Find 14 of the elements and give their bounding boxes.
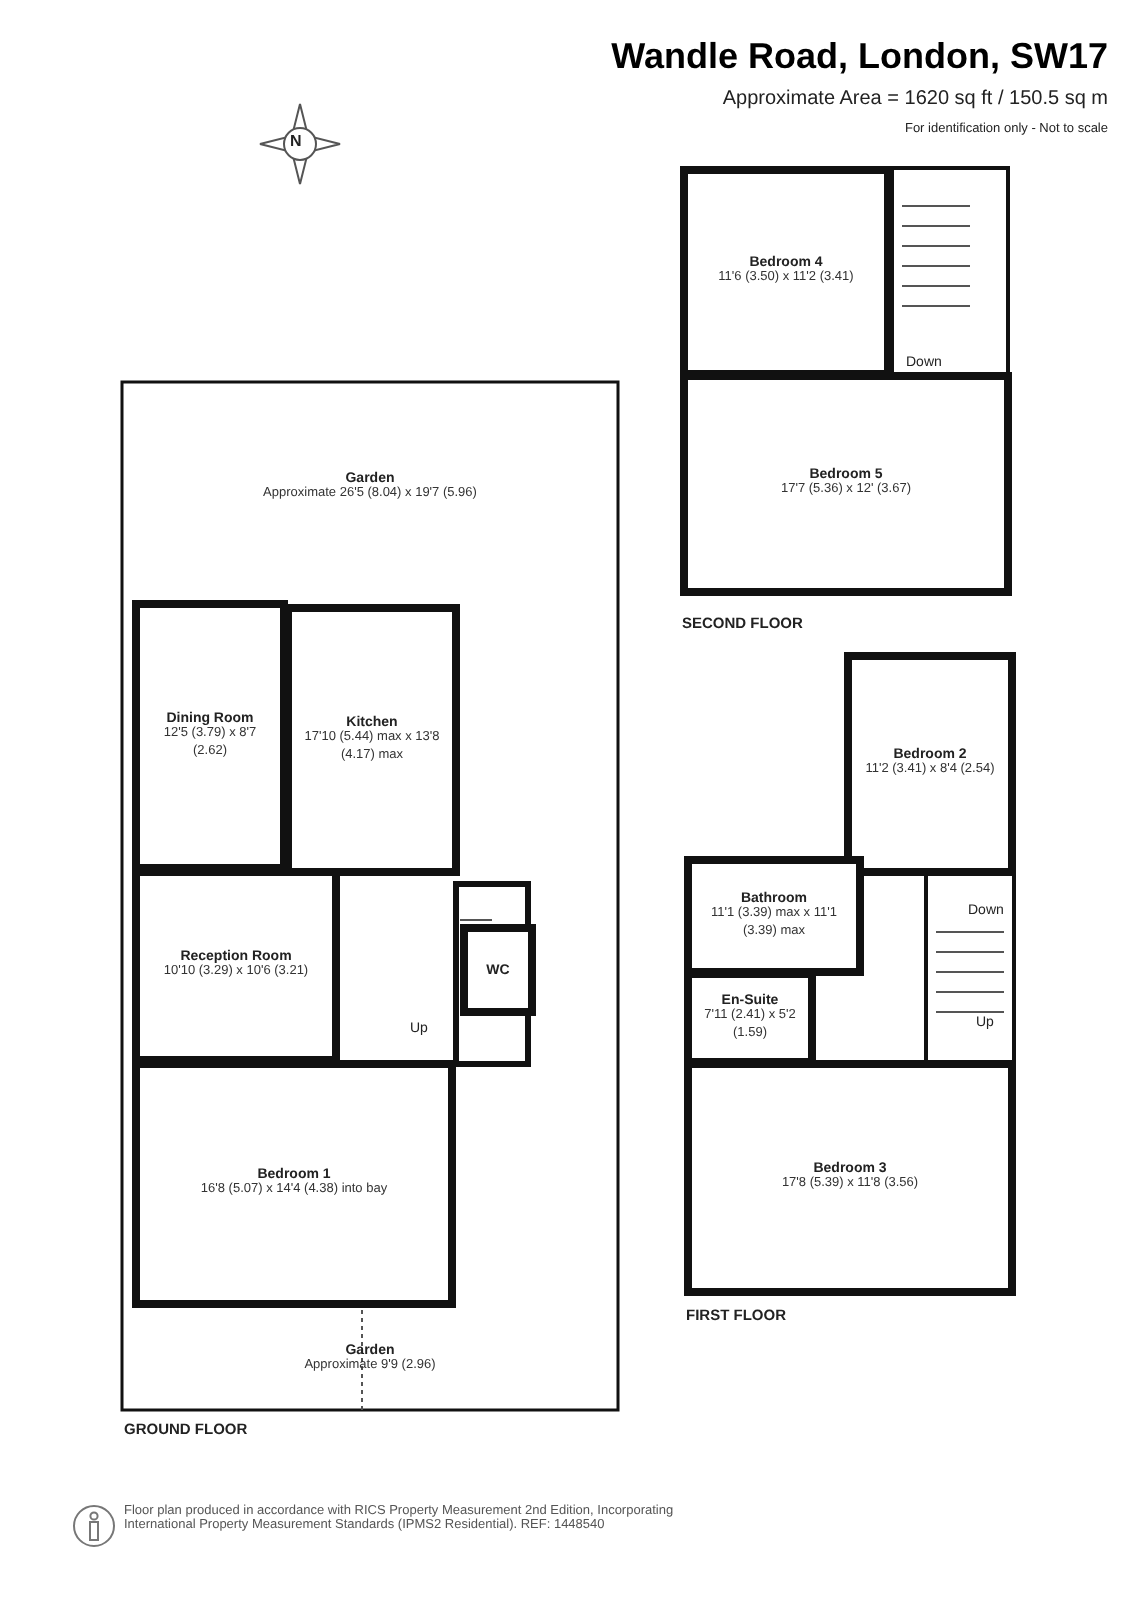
title: Wandle Road, London, SW17 — [611, 36, 1108, 78]
room-outline — [844, 652, 1016, 876]
room-outline — [284, 604, 460, 876]
room-outline — [684, 1060, 1016, 1296]
room-outline — [132, 1060, 456, 1308]
room-outline — [684, 970, 816, 1066]
area-note: Approximate Area = 1620 sq ft / 150.5 sq m — [722, 88, 1108, 110]
room-outline — [684, 856, 864, 976]
room-outline — [132, 600, 288, 872]
room-outline — [680, 372, 1012, 596]
room-outline — [132, 868, 340, 1064]
compass-north-label: N — [290, 132, 302, 150]
room-outline — [460, 924, 536, 1016]
room-outline — [680, 166, 892, 378]
